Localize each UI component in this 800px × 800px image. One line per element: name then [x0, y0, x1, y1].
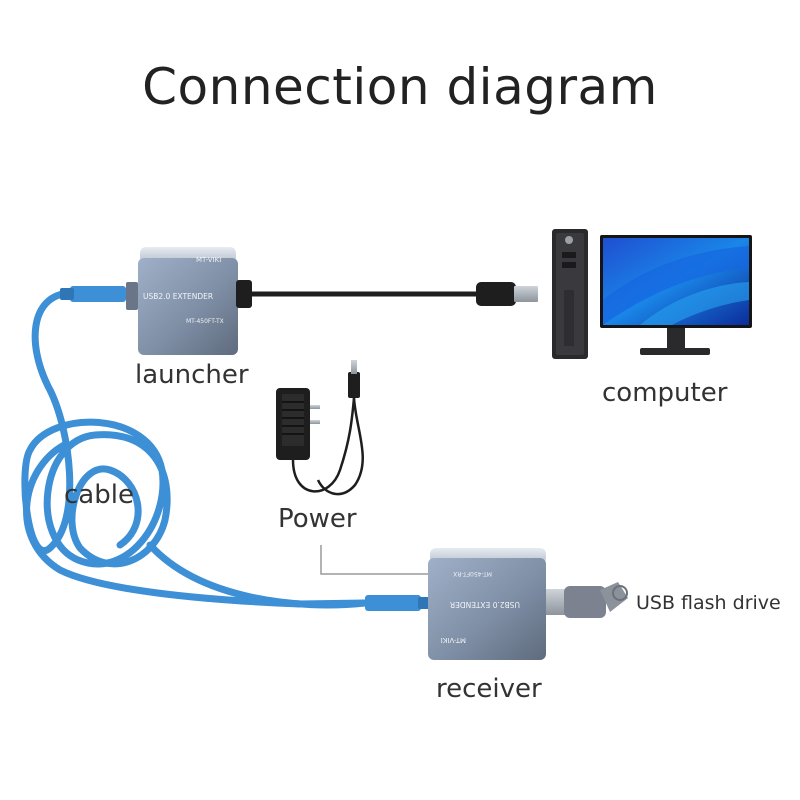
receiver-brand: MT-VIKI — [441, 636, 466, 644]
launcher-rj45-plug — [60, 286, 126, 302]
power-leader-line — [320, 545, 430, 575]
computer-tower — [552, 229, 588, 359]
launcher-brand: MT-VIKI — [196, 256, 221, 264]
network-cable — [21, 289, 369, 609]
launcher-model: MT-450FT-TX — [186, 318, 224, 325]
computer-monitor — [600, 235, 752, 355]
launcher-device: MT-VIKI USB2.0 EXTENDER MT-450FT-TX — [126, 247, 252, 355]
launcher-label: launcher — [135, 360, 249, 390]
receiver-rj45-plug — [365, 595, 430, 611]
computer-label: computer — [602, 378, 728, 408]
usb-cable — [252, 282, 538, 306]
power-adapter — [276, 360, 364, 496]
usb-flash-drive — [546, 582, 628, 618]
launcher-product: USB2.0 EXTENDER — [143, 292, 213, 301]
receiver-model: MT-450FT-RX — [453, 570, 492, 577]
receiver-label: receiver — [436, 674, 542, 704]
receiver-product: USB2.0 EXTENDER — [450, 600, 520, 609]
usb-flash-drive-label: USB flash drive — [636, 592, 781, 614]
receiver-device: MT-450FT-RX USB2.0 EXTENDER MT-VIKI — [428, 548, 546, 660]
power-label: Power — [278, 504, 357, 534]
diagram-title: Connection diagram — [142, 58, 658, 116]
cable-label: cable — [64, 480, 134, 510]
